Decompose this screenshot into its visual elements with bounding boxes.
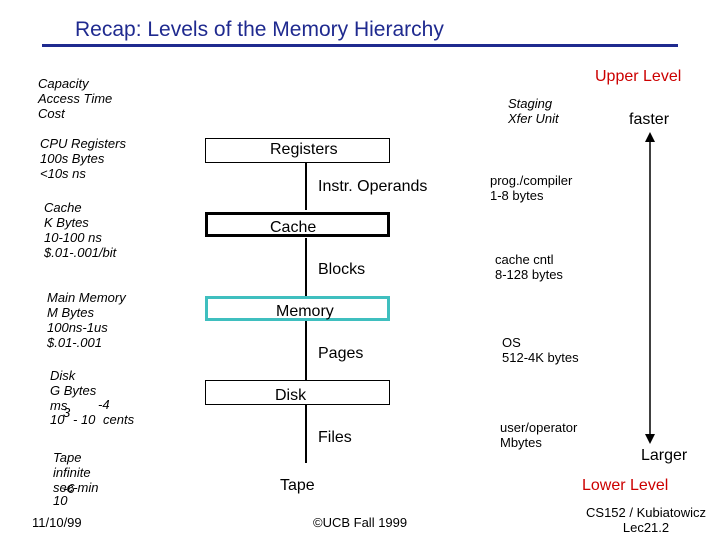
- staging-line: cache cntl: [495, 252, 554, 267]
- spec-line: Main Memory: [47, 290, 126, 305]
- staging-line: user/operator: [500, 420, 578, 435]
- arrow-down-icon: [645, 434, 655, 444]
- stem-disk-tape: [305, 405, 307, 463]
- level-label: Tape: [280, 477, 315, 494]
- spec-line: Tape: [53, 450, 82, 465]
- lower-level-label: Lower Level: [582, 477, 669, 494]
- level-box-memory: Memory: [205, 296, 390, 321]
- spec-line: M Bytes: [47, 305, 94, 320]
- level-box-cache: Cache: [205, 212, 390, 237]
- column-header-left: Capacity Access Time Cost: [38, 76, 112, 121]
- spec-line: 100ns-1us: [47, 320, 108, 335]
- staging-cache-memory: cache cntl 8-128 bytes: [495, 252, 563, 282]
- spec-line: 10-100 ns: [44, 230, 102, 245]
- spec-line: Disk: [50, 368, 76, 383]
- staging-disk-tape: user/operator Mbytes: [500, 420, 577, 450]
- staging-line: prog./compiler: [490, 173, 573, 188]
- staging-memory-disk: OS 512-4K bytes: [502, 335, 579, 365]
- staging-line: 512-4K bytes: [502, 350, 579, 365]
- tape-ten: 10: [53, 493, 68, 508]
- slide-title: Recap: Levels of the Memory Hierarchy: [75, 18, 444, 41]
- header-cost: Cost: [38, 106, 65, 121]
- specs-disk: Disk G Bytes ms: [50, 368, 96, 413]
- spec-line: K Bytes: [44, 215, 89, 230]
- staging-line: OS: [502, 335, 521, 350]
- spec-line: ms: [50, 398, 68, 413]
- spec-line: 100s Bytes: [40, 151, 105, 166]
- footer-date: 11/10/99: [32, 515, 82, 530]
- spec-line: <10s ns: [40, 166, 86, 181]
- specs-cache: Cache K Bytes 10-100 ns $.01-.001/bit: [44, 200, 116, 260]
- title-underline: [42, 44, 678, 47]
- upper-level-label: Upper Level: [595, 68, 682, 85]
- header-access-time: Access Time: [38, 91, 113, 106]
- level-label: Registers: [270, 141, 338, 158]
- stem-cache-memory: [305, 238, 307, 296]
- spec-line: infinite: [53, 465, 91, 480]
- spec-line: $.01-.001/bit: [44, 245, 117, 260]
- header-capacity: Capacity: [38, 76, 89, 91]
- stem-registers-cache: [305, 162, 307, 210]
- level-label: Memory: [276, 303, 334, 320]
- staging-line: 1-8 bytes: [490, 188, 544, 203]
- staging-line: Mbytes: [500, 435, 542, 450]
- staging-line: 8-128 bytes: [495, 267, 563, 282]
- operand-instr: Instr. Operands: [318, 178, 428, 195]
- specs-registers: CPU Registers 100s Bytes <10s ns: [40, 136, 126, 181]
- spec-line: $.01-.001: [47, 335, 102, 350]
- staging-registers-cache: prog./compiler 1-8 bytes: [490, 173, 572, 203]
- header-xfer-unit: Xfer Unit: [508, 111, 559, 126]
- footer-course-block: CS152 / Kubiatowicz Lec21.2: [578, 505, 714, 535]
- faster-label: faster: [629, 111, 670, 128]
- level-box-registers: Registers: [205, 138, 390, 163]
- operand-pages: Pages: [318, 345, 364, 362]
- level-box-tape: Tape: [205, 463, 390, 494]
- arrow-up-icon: [645, 132, 655, 142]
- disk-dash-ten: - 10: [73, 412, 96, 427]
- spec-line: CPU Registers: [40, 136, 126, 151]
- specs-memory: Main Memory M Bytes 100ns-1us $.01-.001: [47, 290, 126, 350]
- stem-memory-disk: [305, 320, 307, 380]
- spec-line: sec-min: [53, 480, 99, 495]
- disk-exp-3: 3: [63, 405, 71, 420]
- column-header-staging: Staging Xfer Unit: [508, 96, 559, 126]
- footer-course: CS152 / Kubiatowicz: [586, 505, 706, 520]
- header-staging: Staging: [508, 96, 553, 111]
- disk-ten: 10: [50, 412, 65, 427]
- tape-exp-neg6: -6: [63, 481, 75, 496]
- spec-line: G Bytes: [50, 383, 97, 398]
- level-label: Disk: [275, 387, 307, 404]
- level-box-disk: Disk: [205, 380, 390, 405]
- disk-cents: cents: [103, 412, 135, 427]
- operand-blocks: Blocks: [318, 261, 366, 278]
- level-label: Cache: [270, 219, 317, 236]
- larger-label: Larger: [641, 447, 688, 464]
- speed-size-arrow: [645, 132, 655, 444]
- footer-lecture: Lec21.2: [622, 520, 670, 535]
- footer-copyright: ©UCB Fall 1999: [313, 515, 408, 530]
- spec-line: Cache: [44, 200, 82, 215]
- operand-files: Files: [318, 429, 352, 446]
- disk-exp-neg4: -4: [98, 397, 110, 412]
- specs-tape: Tape infinite sec-min: [53, 450, 99, 495]
